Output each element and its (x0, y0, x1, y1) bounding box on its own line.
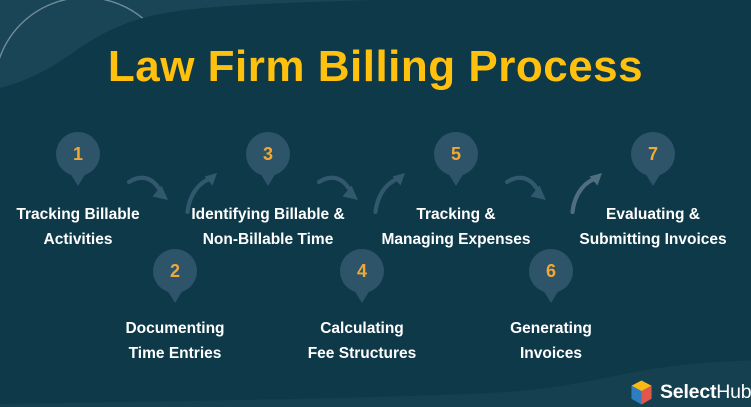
arrow-step6-to-step7-icon (569, 172, 603, 219)
step-pin-3: 3 (246, 132, 290, 176)
brand-name-regular: Hub (716, 381, 751, 403)
step-number-1: 1 (72, 143, 83, 164)
step-pin-5: 5 (434, 132, 478, 176)
step-pin-7: 7 (631, 132, 675, 176)
step-label-line1: Tracking Billable (16, 206, 140, 223)
step-number-7: 7 (647, 143, 658, 164)
step-number-2: 2 (169, 260, 180, 281)
step-label-line2: Invoices (519, 345, 583, 362)
step-label-line2: Non-Billable Time (202, 231, 334, 248)
step-number-5: 5 (450, 143, 461, 164)
step-pin-6: 6 (529, 249, 573, 293)
step-label-line1: Evaluating & (606, 206, 700, 223)
arrow-step2-to-step3-icon (184, 172, 218, 219)
bottom-wave-decoration (0, 360, 751, 407)
step-label-line2: Activities (43, 231, 113, 248)
step-label-line1: Calculating (320, 320, 404, 337)
arrow-step1-to-step2-icon (126, 173, 169, 214)
step-label-line1: Tracking & (416, 206, 496, 223)
step-label-line1: Generating (510, 320, 592, 337)
selecthub-logo: SelectHub (630, 380, 751, 405)
step-label-7: Evaluating & Submitting Invoices (548, 202, 751, 252)
step-label-line2: Submitting Invoices (579, 231, 727, 248)
step-label-line1: Identifying Billable & (191, 206, 345, 223)
step-label-5: Tracking & Managing Expenses (351, 202, 561, 252)
step-label-line1: Documenting (125, 320, 225, 337)
arrow-step5-to-step6-icon (504, 173, 547, 214)
step-pin-2: 2 (153, 249, 197, 293)
step-pin-1: 1 (56, 132, 100, 176)
corner-blob-decoration (0, 0, 372, 88)
step-label-3: Identifying Billable & Non-Billable Time (163, 202, 373, 252)
step-number-4: 4 (356, 260, 367, 281)
page-title: Law Firm Billing Process (107, 42, 644, 91)
step-label-line2: Time Entries (128, 345, 222, 362)
brand-name-bold: Select (660, 381, 717, 403)
step-pin-4: 4 (340, 249, 384, 293)
brand-name: SelectHub (660, 381, 751, 404)
selecthub-cube-icon (631, 380, 652, 405)
step-label-line2: Managing Expenses (381, 231, 531, 248)
arrow-step4-to-step5-icon (372, 172, 406, 219)
step-number-6: 6 (545, 260, 556, 281)
arrow-step3-to-step4-icon (316, 173, 359, 214)
step-number-3: 3 (262, 143, 273, 164)
step-label-line2: Fee Structures (307, 345, 417, 362)
